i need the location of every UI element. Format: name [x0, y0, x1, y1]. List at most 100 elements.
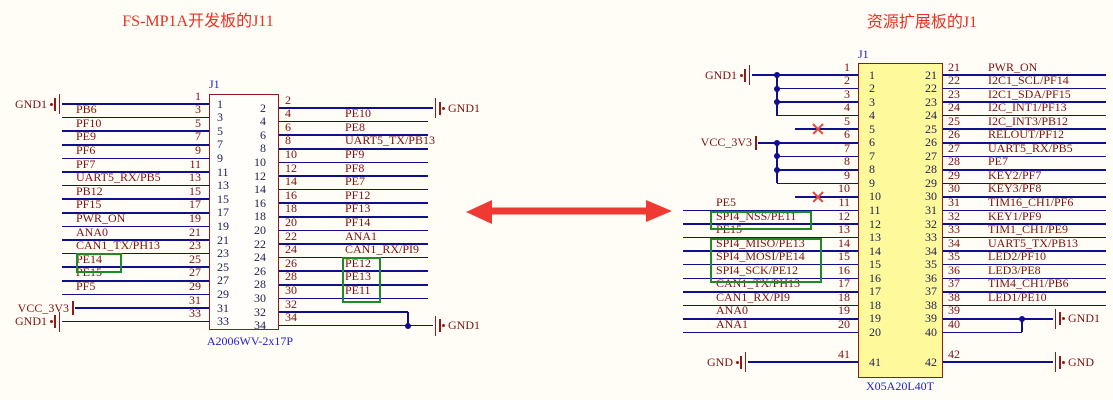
pin-number: 15 — [189, 183, 201, 198]
pin-label: ANA0 — [716, 303, 748, 318]
pin-label: PF12 — [345, 187, 371, 202]
pin-number: 22 — [285, 228, 297, 243]
pin-number-inside: 4 — [260, 114, 266, 129]
pin-number-inside: 28 — [254, 277, 266, 292]
power-symbol-bar — [755, 135, 757, 150]
gnd-symbol-bar — [748, 65, 751, 85]
wire — [62, 280, 209, 282]
pin-number-inside: 22 — [254, 236, 266, 251]
pin-number-inside: 31 — [217, 300, 229, 315]
pin-number-inside: 20 — [869, 324, 881, 339]
pin-number: 24 — [285, 242, 297, 257]
wire — [683, 236, 858, 239]
wire — [943, 114, 1106, 117]
pin-number: 28 — [948, 154, 960, 169]
wire — [62, 116, 209, 119]
pin-number-inside: 41 — [869, 354, 881, 369]
pin-number: 31 — [189, 292, 201, 307]
pin-label: SPI4_SCK/PE12 — [716, 262, 799, 277]
pin-number: 1 — [195, 88, 201, 103]
pin-number: 38 — [948, 289, 960, 304]
pin-number: 19 — [189, 210, 201, 225]
pin-number: 7 — [195, 129, 201, 144]
pin-number-inside: 33 — [925, 230, 937, 245]
pin-label: PE11 — [345, 282, 371, 297]
pin-number: 37 — [948, 276, 960, 291]
wire — [683, 304, 858, 307]
wire — [1021, 318, 1023, 333]
wire — [943, 209, 1106, 212]
pin-label: PF15 — [76, 197, 102, 212]
wire — [943, 196, 1106, 198]
wire — [279, 324, 433, 327]
pin-number: 8 — [844, 154, 850, 169]
wire — [279, 188, 428, 191]
pin-label: KEY1/PF9 — [988, 208, 1042, 223]
wire — [943, 263, 1106, 266]
wire — [279, 134, 428, 136]
pin-number-inside: 21 — [925, 67, 937, 82]
gnd-symbol-dot — [50, 102, 53, 106]
pin-number: 34 — [285, 310, 297, 325]
right-connector-designator: J1 — [858, 47, 869, 61]
pin-number-inside: 19 — [217, 218, 229, 233]
wire — [943, 74, 1106, 76]
pin-label: PE7 — [988, 154, 1009, 169]
pin-number-inside: 26 — [254, 263, 266, 278]
gnd-symbol-bar — [1054, 308, 1057, 329]
pin-number-inside: 30 — [254, 290, 266, 305]
pin-number-inside: 6 — [869, 135, 875, 150]
pin-number-inside: 7 — [217, 137, 223, 152]
net-label: VCC_3V3 — [700, 135, 752, 150]
pin-number: 26 — [285, 255, 297, 270]
pin-number: 1 — [844, 59, 850, 74]
pin-number-inside: 40 — [925, 324, 937, 339]
highlight-box — [710, 210, 812, 230]
pin-number: 23 — [189, 238, 201, 253]
pin-number: 15 — [838, 249, 850, 264]
pin-number: 39 — [948, 303, 960, 318]
pin-number-inside: 15 — [869, 257, 881, 272]
wire — [683, 291, 858, 293]
wire — [279, 175, 428, 177]
pin-number: 25 — [189, 251, 201, 266]
wire — [279, 107, 433, 109]
wire — [62, 252, 209, 255]
pin-label: PWR_ON — [988, 59, 1038, 74]
pin-label: CAN1_RX/PI9 — [716, 289, 791, 304]
junction-dot — [405, 322, 411, 329]
wire — [75, 307, 209, 309]
wire — [279, 161, 428, 164]
pin-number-inside: 18 — [869, 297, 881, 312]
wire — [943, 169, 1106, 171]
pin-number-inside: 2 — [869, 81, 875, 96]
wire — [279, 148, 428, 150]
pin-number: 32 — [948, 208, 960, 223]
net-label: GND1 — [448, 100, 480, 115]
pin-label: CAN1_TX/PH13 — [76, 238, 161, 253]
highlight-box — [342, 257, 381, 303]
net-label: GND1 — [15, 314, 47, 329]
pin-number-inside: 1 — [869, 67, 875, 82]
wire — [748, 361, 858, 363]
gnd-symbol-dot — [740, 73, 743, 77]
pin-number-inside: 16 — [869, 270, 881, 285]
pin-label: PF13 — [345, 201, 371, 216]
pin-number-inside: 4 — [869, 108, 875, 123]
pin-number-inside: 8 — [869, 162, 875, 177]
pin-number-inside: 20 — [254, 222, 266, 237]
pin-label: PE8 — [345, 119, 366, 134]
gnd-symbol-dot — [442, 324, 445, 328]
wire — [62, 171, 209, 173]
wire — [943, 331, 1022, 334]
pin-number-inside: 3 — [869, 94, 875, 109]
pin-number-inside: 9 — [217, 150, 223, 165]
gnd-symbol-bar — [434, 315, 437, 336]
pin-number-inside: 14 — [869, 243, 881, 258]
pin-number: 4 — [285, 106, 291, 121]
pin-label: RELOUT/PF12 — [988, 127, 1065, 142]
wire — [62, 320, 209, 323]
wire — [777, 87, 858, 90]
pin-number-inside: 9 — [869, 175, 875, 190]
